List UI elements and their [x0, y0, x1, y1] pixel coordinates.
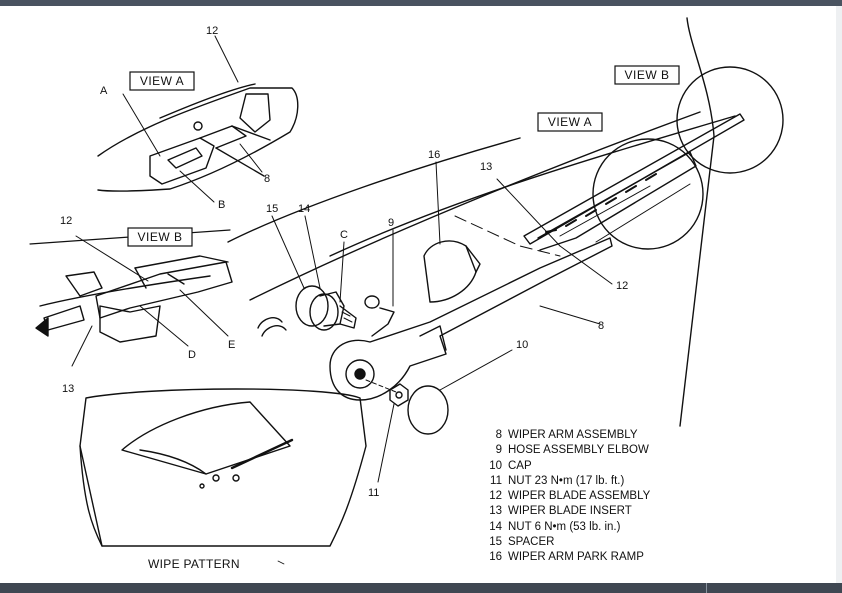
top-window-bar: [0, 0, 842, 6]
callout-13-right: 13: [480, 161, 492, 173]
callout-12-top: 12: [206, 25, 218, 37]
view-b-right-label: VIEW B: [624, 68, 669, 82]
callout-d: D: [188, 349, 196, 361]
spacer-nut-stud: [257, 215, 357, 337]
view-b-right-box: [614, 65, 680, 85]
callout-11: 11: [368, 487, 379, 499]
view-b-inset: [29, 229, 233, 367]
nut-and-cap: [365, 349, 513, 483]
callout-12-mid: 12: [60, 215, 72, 227]
callout-e: E: [228, 339, 235, 351]
view-a-top-label: VIEW A: [140, 74, 184, 88]
wiper-blade-assembly: [496, 113, 745, 285]
hose-elbow: [364, 229, 395, 337]
view-b-detail-circle: [676, 66, 784, 174]
park-ramp: [423, 161, 481, 303]
callout-b: B: [218, 199, 225, 211]
view-a-inset: [97, 35, 299, 203]
view-b-left-box: [127, 227, 193, 247]
bottom-toolbar: [0, 583, 842, 593]
callout-labels: 12 A B 8 12 E D 13 15 14 C 9 16 13 12 8 …: [60, 25, 628, 499]
view-box-labels: VIEW A VIEW B VIEW B VIEW A: [127, 65, 680, 247]
toolbar-separator: [706, 583, 707, 593]
view-b-left-label: VIEW B: [137, 230, 182, 244]
callout-12-right: 12: [616, 280, 628, 292]
callout-8-top: 8: [264, 173, 270, 185]
wiper-diagram: VIEW A VIEW B VIEW B VIEW A 12 A B 8 12 …: [29, 17, 784, 565]
wiper-arm-assembly: [329, 237, 613, 401]
view-a-right-box: [537, 112, 603, 132]
callout-16: 16: [428, 149, 440, 161]
wipe-pattern-inset: [79, 388, 367, 565]
scrollbar[interactable]: [836, 6, 842, 583]
view-a-right-label: VIEW A: [548, 115, 592, 129]
callout-14: 14: [298, 203, 310, 215]
wipe-pattern-caption: WIPE PATTERN: [148, 557, 240, 571]
view-a-top-box: [129, 71, 195, 91]
callout-c: C: [340, 229, 348, 241]
main-body-lines: [227, 17, 736, 427]
view-a-detail-circle: [592, 138, 704, 250]
callout-a: A: [100, 85, 108, 97]
callout-13-left: 13: [62, 383, 74, 395]
callout-8-right: 8: [598, 320, 604, 332]
callout-9: 9: [388, 217, 394, 229]
callout-15: 15: [266, 203, 278, 215]
callout-10: 10: [516, 339, 528, 351]
